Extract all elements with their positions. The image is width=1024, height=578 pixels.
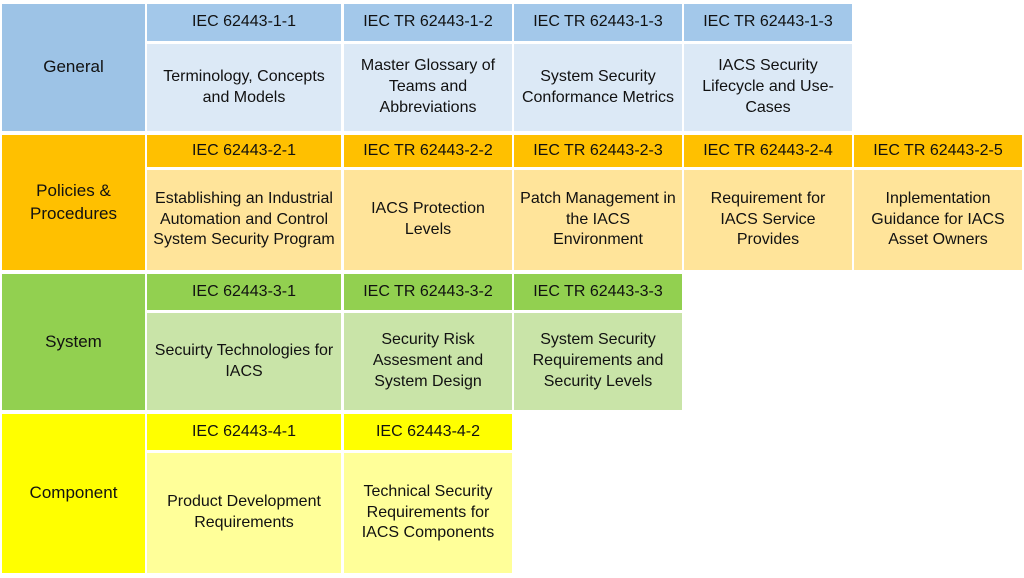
standard-title: Establishing an Industrial Automation an… [147, 170, 341, 270]
standard-code: IEC 62443-2-1 [147, 135, 341, 167]
standard-title: Patch Management in the IACS Environment [514, 170, 682, 270]
standard-code: IEC 62443-4-2 [344, 414, 512, 450]
standard-code: IEC TR 62443-1-3 [684, 4, 852, 41]
standard-title: System Security Conformance Metrics [514, 44, 682, 131]
standard-title: Product Development Requirements [147, 453, 341, 573]
standard-title: Requirement for IACS Service Provides [684, 170, 852, 270]
standard-code: IEC 62443-4-1 [147, 414, 341, 450]
standard-code: IEC TR 62443-2-5 [854, 135, 1022, 167]
standard-title: Master Glossary of Teams and Abbreviatio… [344, 44, 512, 131]
standard-code: IEC TR 62443-2-2 [344, 135, 512, 167]
category-label: Component [2, 414, 145, 573]
standard-code: IEC TR 62443-2-4 [684, 135, 852, 167]
category-label: General [2, 4, 145, 131]
standard-code: IEC TR 62443-3-2 [344, 274, 512, 310]
standard-title: IACS Protection Levels [344, 170, 512, 270]
standard-title: Secuirty Technologies for IACS [147, 313, 341, 410]
standard-code: IEC 62443-1-1 [147, 4, 341, 41]
standard-code: IEC TR 62443-2-3 [514, 135, 682, 167]
standard-code: IEC TR 62443-1-3 [514, 4, 682, 41]
standard-code: IEC TR 62443-1-2 [344, 4, 512, 41]
standard-title: System Security Requirements and Securit… [514, 313, 682, 410]
standard-title: Inplementation Guidance for IACS Asset O… [854, 170, 1022, 270]
standard-code: IEC 62443-3-1 [147, 274, 341, 310]
standard-code: IEC TR 62443-3-3 [514, 274, 682, 310]
category-label: Policies & Procedures [2, 135, 145, 270]
standard-title: IACS Security Lifecycle and Use-Cases [684, 44, 852, 131]
standard-title: Terminology, Concepts and Models [147, 44, 341, 131]
standard-title: Technical Security Requirements for IACS… [344, 453, 512, 573]
category-label: System [2, 274, 145, 410]
standard-title: Security Risk Assesment and System Desig… [344, 313, 512, 410]
